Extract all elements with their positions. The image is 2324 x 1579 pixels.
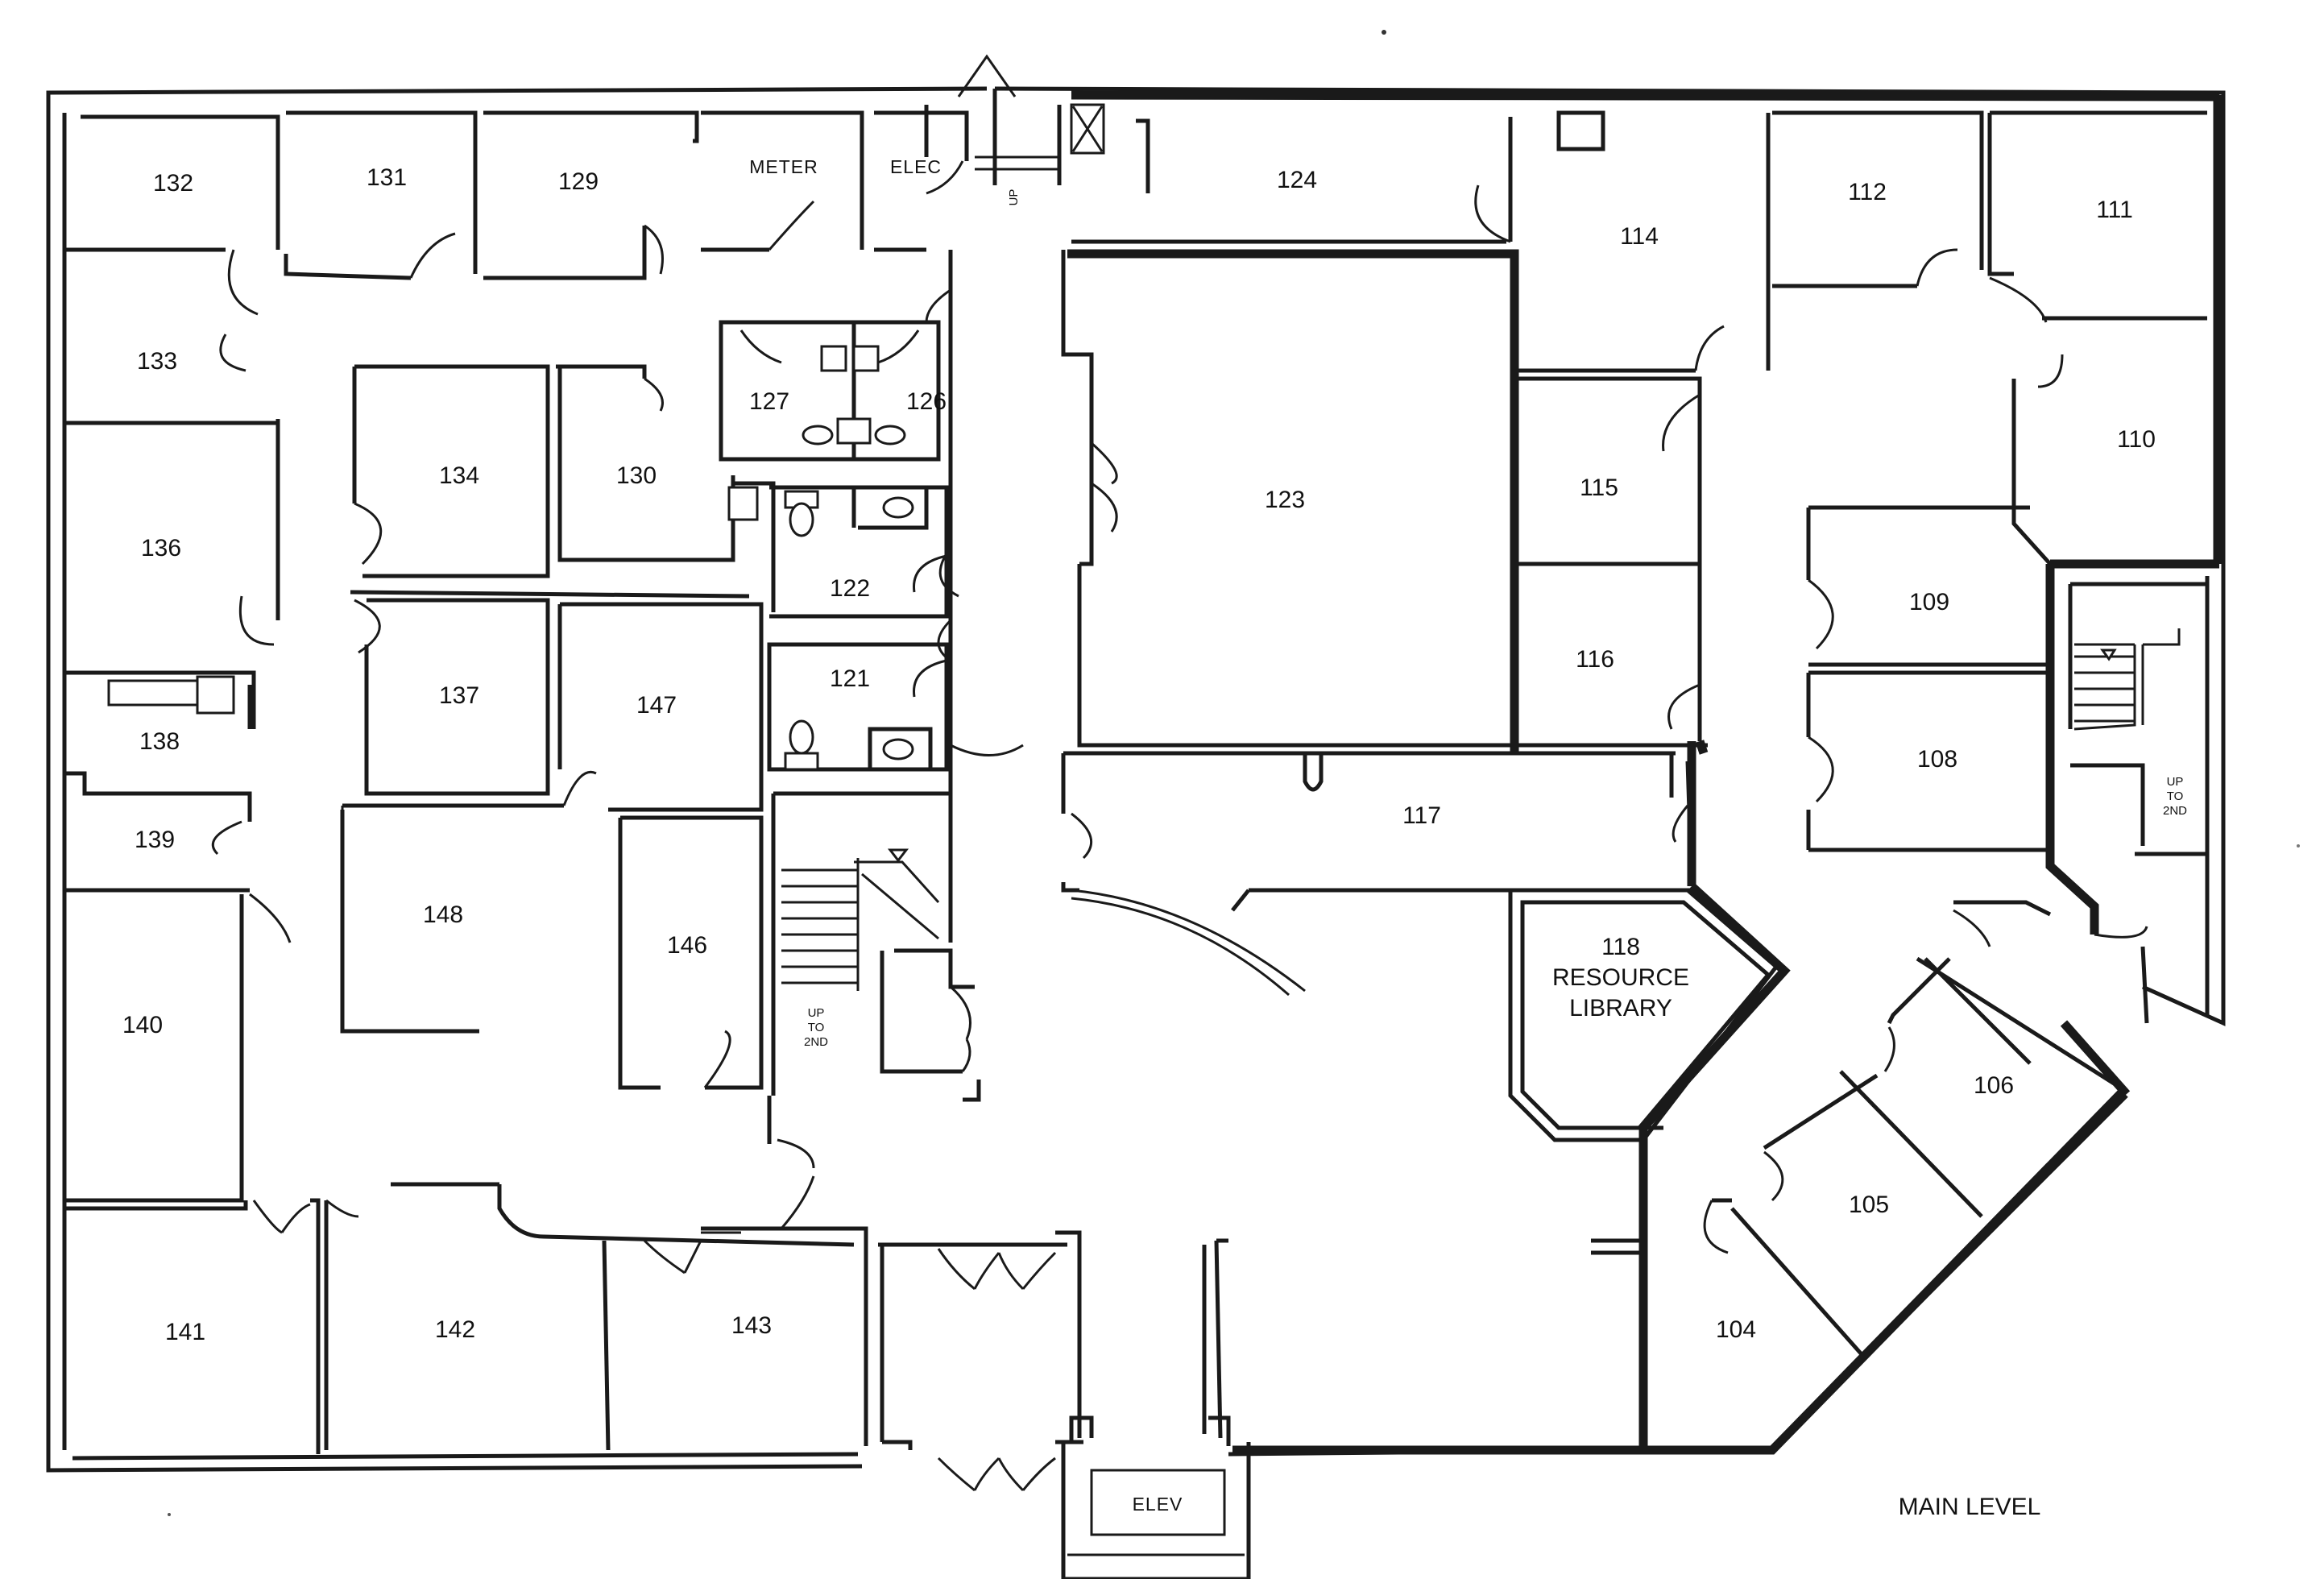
room-143-label: 143 bbox=[731, 1312, 772, 1339]
room-123-label: 123 bbox=[1265, 487, 1305, 513]
room-116-label: 116 bbox=[1576, 646, 1614, 673]
room-127-label: 127 bbox=[749, 388, 789, 415]
north-entry bbox=[924, 54, 1150, 193]
central-offices bbox=[340, 364, 764, 1090]
room-124-label: 124 bbox=[1277, 167, 1317, 193]
west-stair-label-2: TO bbox=[808, 1021, 825, 1034]
room-106-label: 106 bbox=[1974, 1072, 2014, 1099]
room-130-label: 130 bbox=[616, 462, 657, 489]
room-118-resource-library bbox=[1508, 882, 1791, 1450]
west-stair-label-1: UP bbox=[808, 1006, 825, 1020]
room-117 bbox=[1061, 740, 1709, 997]
room-142-label: 142 bbox=[435, 1316, 475, 1343]
room-122-label: 122 bbox=[830, 575, 870, 602]
room-131-label: 131 bbox=[367, 164, 407, 191]
east-stair-label-3: 2ND bbox=[2163, 804, 2187, 818]
room-132-label: 132 bbox=[153, 170, 193, 197]
room-elec-label: ELEC bbox=[890, 156, 942, 177]
room-elev-label: ELEV bbox=[1133, 1494, 1183, 1515]
room-105-label: 105 bbox=[1849, 1192, 1889, 1218]
room-117-label: 117 bbox=[1402, 802, 1441, 829]
east-stair bbox=[2045, 559, 2219, 1024]
south-east-offices bbox=[1591, 900, 2128, 1355]
room-meter-label: METER bbox=[749, 156, 818, 177]
south-offices bbox=[64, 1096, 868, 1454]
west-wing bbox=[63, 334, 292, 1203]
room-136-label: 136 bbox=[141, 535, 181, 562]
room-104-label: 104 bbox=[1716, 1316, 1756, 1343]
west-stair-label-3: 2ND bbox=[804, 1035, 828, 1049]
room-114-label: 114 bbox=[1620, 223, 1659, 250]
room-110-label: 110 bbox=[2117, 426, 2156, 453]
room-108-label: 108 bbox=[1917, 746, 1957, 773]
room-138-label: 138 bbox=[139, 728, 180, 755]
exterior-walls bbox=[46, 86, 2226, 1473]
plan-title: MAIN LEVEL bbox=[1899, 1494, 2041, 1520]
room-126-label: 126 bbox=[906, 388, 947, 415]
room-118-number: 118 bbox=[1601, 934, 1640, 960]
room-147-label: 147 bbox=[636, 692, 677, 719]
room-141-label: 141 bbox=[165, 1319, 205, 1345]
corridor-west-walls bbox=[925, 250, 1083, 794]
room-115-label: 115 bbox=[1580, 475, 1618, 501]
room-121-label: 121 bbox=[830, 665, 870, 692]
north-west-offices bbox=[63, 110, 969, 316]
room-112-label: 112 bbox=[1848, 179, 1887, 205]
room-118-name-line1: RESOURCE bbox=[1552, 964, 1689, 991]
elevator bbox=[1061, 1238, 1251, 1579]
room-118-name-line2: LIBRARY bbox=[1569, 995, 1672, 1022]
room-labels: 132 131 129 METER ELEC UP 124 114 112 11… bbox=[122, 156, 2156, 1515]
east-stair-label-2: TO bbox=[2167, 790, 2184, 803]
room-148-label: 148 bbox=[423, 901, 463, 928]
room-140-label: 140 bbox=[122, 1012, 163, 1038]
room-109-label: 109 bbox=[1909, 589, 1949, 615]
room-133-label: 133 bbox=[137, 348, 177, 375]
room-134-label: 134 bbox=[439, 462, 479, 489]
room-137-label: 137 bbox=[439, 682, 479, 709]
room-129-label: 129 bbox=[558, 168, 599, 195]
sink-130 bbox=[727, 486, 759, 521]
room-111-label: 111 bbox=[2096, 197, 2133, 223]
south-entry bbox=[878, 1230, 1083, 1492]
east-stair-label-1: UP bbox=[2167, 775, 2184, 789]
room-139-label: 139 bbox=[135, 827, 175, 853]
restroom-core bbox=[719, 320, 949, 772]
room-146-label: 146 bbox=[667, 932, 707, 959]
scan-specks bbox=[168, 30, 2300, 1516]
west-stair bbox=[771, 791, 981, 1102]
stair-labels: UP TO 2ND UP TO 2ND bbox=[804, 775, 2187, 1049]
sink-138 bbox=[196, 675, 235, 715]
room-124 bbox=[1071, 117, 1513, 244]
room-123 bbox=[1061, 249, 1519, 753]
stair-up-label: UP bbox=[1007, 189, 1021, 206]
